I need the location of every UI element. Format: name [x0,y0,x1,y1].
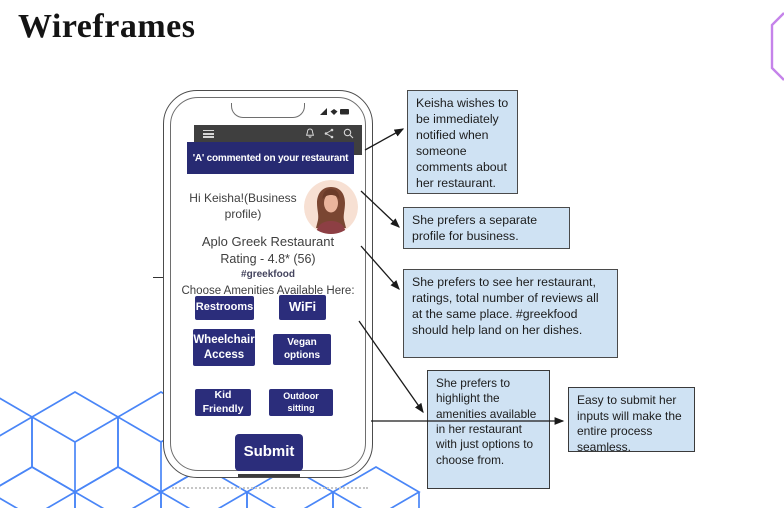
status-bar-icons [320,108,349,115]
dotted-divider [172,487,368,489]
notification-banner[interactable]: 'A' commented on your restaurant [187,142,354,174]
amenity-button-kid-friendly[interactable]: Kid Friendly [195,389,251,416]
callout-amenities: She prefers to highlight the amenities a… [427,370,550,489]
callout-ratings: She prefers to see her restaurant, ratin… [403,269,618,358]
amenity-button-restrooms[interactable]: Restrooms [195,296,254,320]
avatar [304,180,358,234]
phone-side-tick [153,277,163,278]
phone-mockup: 'A' commented on your restaurant Hi Keis… [163,90,373,478]
bell-icon[interactable] [305,128,315,139]
greeting-text: Hi Keisha!(Business profile) [189,191,297,222]
restaurant-rating: Rating - 4.8* (56) [220,252,316,266]
share-icon[interactable] [324,128,334,139]
avatar-face [324,193,338,213]
amenity-button-outdoor[interactable]: Outdoor sitting [269,389,333,416]
notification-text: 'A' commented on your restaurant [192,152,349,164]
menu-icon[interactable] [203,130,214,138]
phone-notch [231,102,305,118]
page-title: Wireframes [18,8,196,45]
search-icon[interactable] [343,128,354,139]
restaurant-name: Aplo Greek Restaurant [201,234,335,249]
wifi-icon [330,109,338,115]
battery-icon [340,109,349,115]
callout-notification: Keisha wishes to be immediately notified… [407,90,518,194]
phone-screen: 'A' commented on your restaurant Hi Keis… [170,97,366,477]
amenity-button-wifi[interactable]: WiFi [279,295,326,320]
avatar-shirt [316,221,346,234]
submit-button[interactable]: Submit [235,434,303,471]
amenity-button-wheelchair[interactable]: Wheelchair Access [193,329,255,366]
home-indicator [238,474,300,477]
signal-icon [320,108,327,115]
amenity-button-vegan[interactable]: Vegan options [273,334,331,365]
callout-business-profile: She prefers a separate profile for busin… [403,207,570,249]
hexagon-decor [770,12,784,81]
callout-submit: Easy to submit her inputs will make the … [568,387,695,454]
restaurant-hashtag: #greekfood [241,269,295,280]
amenities-prompt: Choose Amenities Available Here: [181,285,355,297]
